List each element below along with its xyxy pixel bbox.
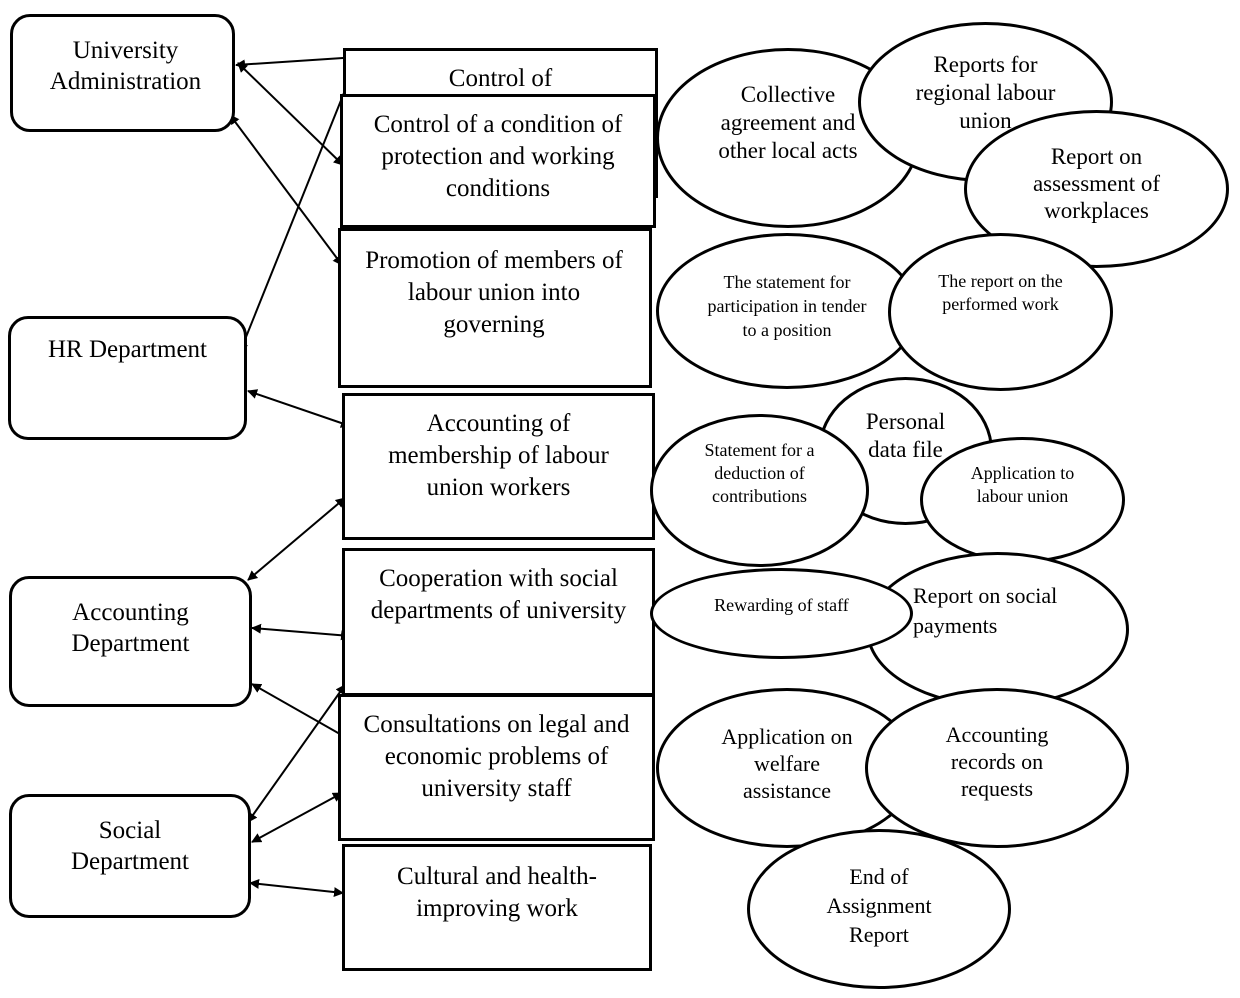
social-payments-label: Report on social payments: [913, 583, 1058, 638]
arrow-social-consultations: [251, 792, 343, 843]
collective-agreement-label: Collective agreement and other local act…: [718, 82, 858, 163]
application-union-ellipse: Application to labour union: [920, 437, 1125, 563]
control-conditions-box: Control of a condition of protection and…: [340, 94, 656, 228]
arrow-admin-control: [235, 52, 359, 70]
arrow-hr-membership: [247, 389, 351, 428]
control-conditions-label: Control of a condition of protection and…: [373, 111, 623, 202]
performed-work-ellipse: The report on the performed work: [888, 233, 1113, 391]
accounting-records-label: Accounting records on requests: [945, 722, 1049, 801]
university-administration-box: University Administration: [10, 14, 235, 132]
personal-file-label: Personal data file: [865, 409, 946, 462]
control-header-label: Control of: [448, 65, 553, 92]
regional-reports-label: Reports for regional labour union: [915, 52, 1056, 133]
rewarding-label: Rewarding of staff: [714, 595, 849, 615]
arrow-accounting-cooperation: [251, 623, 351, 641]
accounting-department-box: Accounting Department: [9, 576, 252, 707]
application-union-label: Application to labour union: [970, 463, 1075, 506]
cultural-box: Cultural and health-improving work: [342, 844, 652, 971]
cooperation-box: Cooperation with social departments of u…: [342, 548, 655, 696]
tender-statement-label: The statement for participation in tende…: [707, 272, 867, 340]
rewarding-ellipse: Rewarding of staff: [650, 568, 913, 659]
welfare-application-label: Application on welfare assistance: [721, 724, 853, 803]
social-department-label: Social Department: [70, 817, 189, 875]
arrow-hr-control: [238, 57, 360, 353]
deduction-statement-label: Statement for a deduction of contributio…: [704, 440, 815, 506]
social-department-box: Social Department: [9, 794, 251, 918]
arrow-accounting-membership: [247, 497, 346, 581]
cooperation-label: Cooperation with social departments of u…: [370, 565, 627, 624]
university-administration-label: University Administration: [49, 37, 202, 95]
consultations-label: Consultations on legal and economic prob…: [363, 711, 630, 802]
end-assignment-ellipse: End of Assignment Report: [747, 829, 1011, 989]
social-payments-ellipse: Report on social payments: [866, 552, 1129, 707]
deduction-statement-ellipse: Statement for a deduction of contributio…: [650, 414, 869, 567]
promotion-label: Promotion of members of labour union int…: [365, 247, 623, 338]
performed-work-label: The report on the performed work: [938, 271, 1063, 314]
arrow-social-cooperation: [247, 684, 346, 823]
arrow-social-cultural: [249, 878, 344, 898]
accounting-records-ellipse: Accounting records on requests: [865, 688, 1129, 848]
hr-department-label: HR Department: [48, 336, 207, 363]
consultations-box: Consultations on legal and economic prob…: [338, 694, 655, 841]
accounting-department-label: Accounting Department: [71, 599, 190, 657]
cultural-label: Cultural and health-improving work: [397, 863, 597, 922]
arrow-admin-conditions: [237, 62, 344, 166]
membership-label: Accounting of membership of labour union…: [388, 410, 609, 501]
tender-statement-ellipse: The statement for participation in tende…: [656, 233, 918, 389]
hr-department-box: HR Department: [8, 316, 247, 440]
promotion-box: Promotion of members of labour union int…: [338, 228, 652, 388]
membership-box: Accounting of membership of labour union…: [342, 393, 655, 540]
end-assignment-label: End of Assignment Report: [826, 864, 932, 947]
assessment-report-label: Report on assessment of workplaces: [1032, 144, 1161, 223]
